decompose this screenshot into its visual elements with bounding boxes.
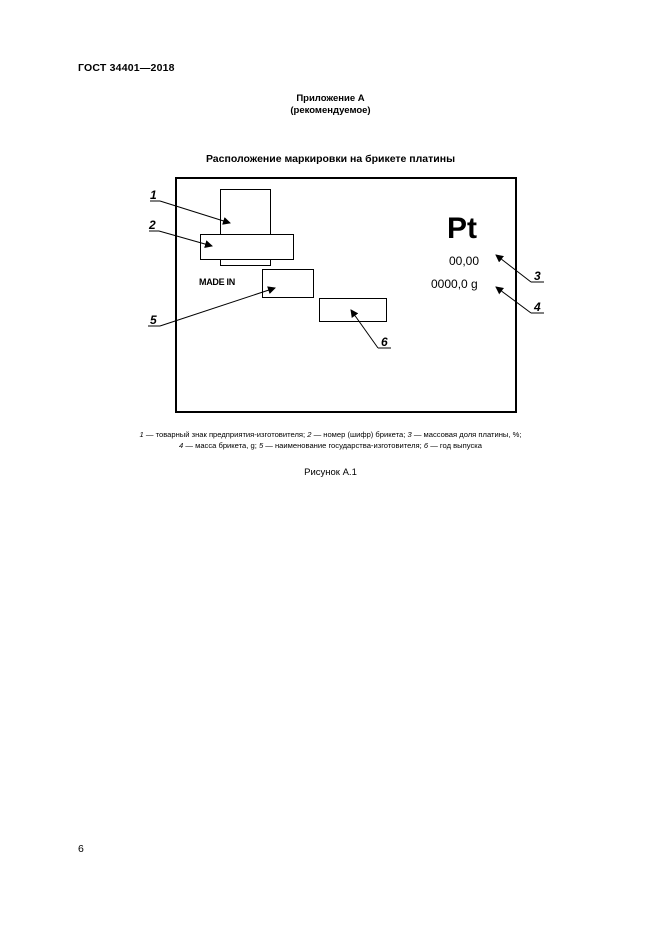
document-header: ГОСТ 34401—2018 <box>78 62 175 74</box>
leader-5 <box>159 286 276 327</box>
leader-3 <box>495 254 532 283</box>
mass-value: 0000,0 g <box>431 277 478 291</box>
leader-4 <box>495 286 532 314</box>
fraction-value: 00,00 <box>449 254 480 268</box>
callout-2: 2 <box>149 218 156 232</box>
callout-5: 5 <box>150 313 157 327</box>
element-symbol: Pt <box>447 212 477 245</box>
figure-title: Расположение маркировки на брикете плати… <box>205 153 456 165</box>
callout-3: 3 <box>534 269 541 283</box>
briquette-frame <box>175 177 517 413</box>
appendix-subtitle: (рекомендуемое) <box>290 105 371 116</box>
figure-legend-line-1: 1 — товарный знак предприятия-изготовите… <box>139 430 522 439</box>
page-number: 6 <box>78 843 84 855</box>
figure-label: Рисунок А.1 <box>304 467 357 478</box>
made-in-text: MADE IN <box>199 277 235 287</box>
callout-6: 6 <box>381 335 388 349</box>
leader-2 <box>158 230 213 248</box>
leader-1 <box>159 200 231 225</box>
number-box <box>200 234 294 260</box>
callout-1: 1 <box>150 188 157 202</box>
leader-6 <box>350 309 379 349</box>
appendix-title: Приложение А <box>296 93 365 104</box>
callout-4: 4 <box>534 300 541 314</box>
figure-legend-line-2: 4 — масса брикета, g; 5 — наименование г… <box>179 441 482 450</box>
